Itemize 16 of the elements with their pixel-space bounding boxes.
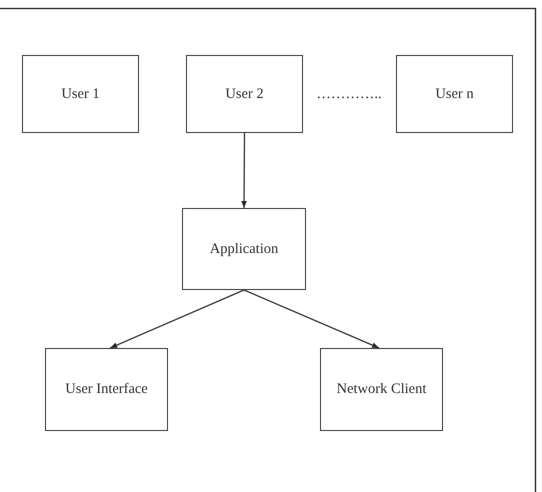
arrow: [241, 133, 247, 208]
box-label: Application: [210, 240, 278, 258]
box-label: Network Client: [336, 381, 426, 398]
box-label: User Interface: [65, 381, 148, 398]
process-box: [22, 55, 139, 133]
arrow: [244, 289, 380, 349]
box-label: User n: [435, 86, 474, 102]
box-label: User 2: [225, 86, 264, 102]
arrow: [110, 289, 244, 349]
ellipsis-dots: …………..: [316, 86, 382, 102]
process-box: [320, 348, 443, 431]
process-box: [182, 208, 306, 290]
box-label: User 1: [61, 86, 100, 102]
process-box: [45, 348, 168, 431]
process-box: [396, 55, 513, 133]
process-box: [186, 55, 303, 133]
